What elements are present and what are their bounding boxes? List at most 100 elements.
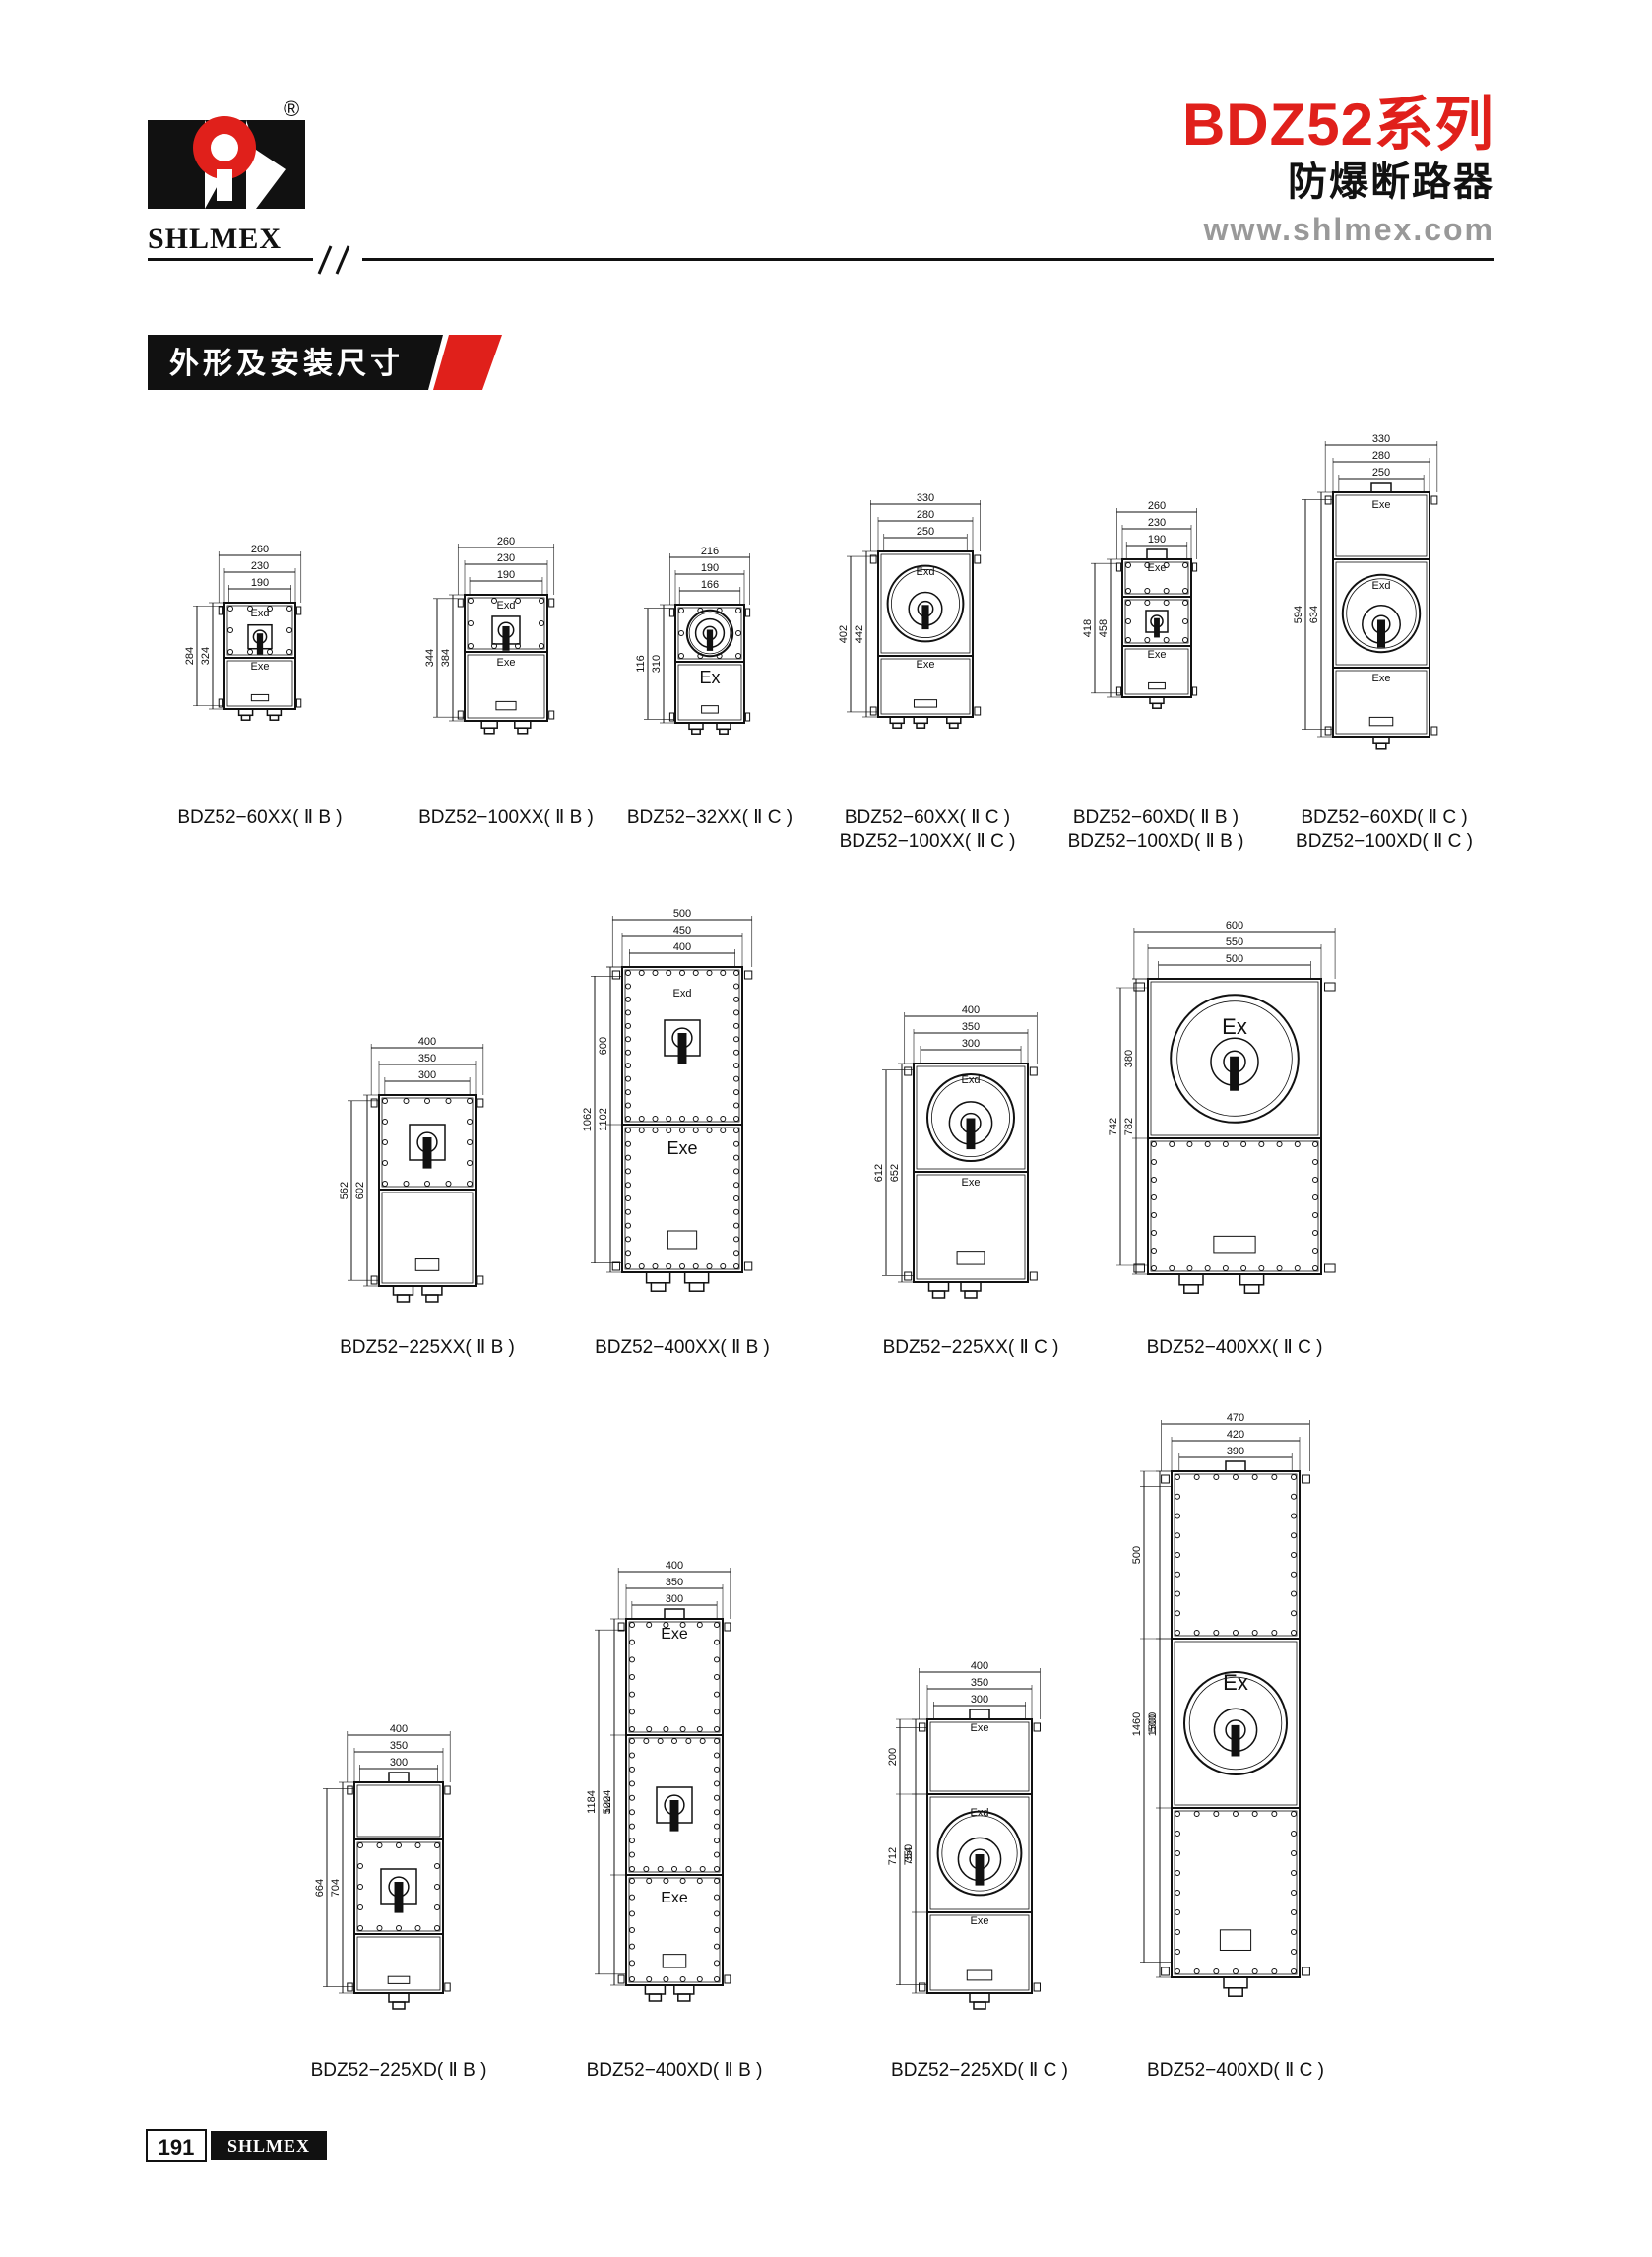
cable-gland [683,1271,710,1284]
dimension-label: 400 [971,1660,988,1672]
bolt-mark [227,606,233,612]
flameproof-dial-cover [1170,994,1300,1124]
bolt-mark [1294,1141,1301,1147]
bolt-mark [629,1910,635,1917]
dimension-label: 1062 [582,1108,594,1131]
enclosure-section [674,661,745,724]
product-caption: BDZ52−400XD( Ⅱ B ) [586,2060,763,2081]
bolt-mark [1312,1177,1318,1183]
bolt-mark [1291,1870,1297,1876]
product-caption: BDZ52−32XX( Ⅱ C ) [626,807,794,828]
bolt-mark [629,1927,635,1933]
bolt-mark [382,1139,388,1145]
bolt-mark [1169,1141,1175,1147]
mounting-lug [295,606,302,615]
bolt-mark [629,1752,635,1759]
bolt-mark [629,1878,635,1884]
mounting-lug [611,970,621,980]
header-rule [148,258,1494,261]
bolt-mark [539,620,544,626]
bolt-mark [733,1009,739,1016]
enclosure-section [621,1124,743,1273]
bolt-mark [679,970,685,976]
bolt-mark [515,598,521,604]
dimension-label: 634 [1308,606,1320,623]
bolt-mark [445,1181,452,1187]
section-tab [148,335,502,390]
enclosure-inner-edge [1335,561,1428,666]
bolt-mark [1240,1265,1247,1271]
bolt-mark [1291,1929,1297,1935]
bolt-mark [1151,1212,1157,1218]
section-marking: Exd [1372,580,1391,592]
header-slash-mark [313,245,362,275]
dimension-label: 300 [666,1593,683,1605]
bolt-mark [625,1168,631,1175]
bolt-mark [539,598,544,604]
mounting-lug [1324,982,1336,992]
bolt-mark [696,1878,703,1884]
mounting-lug [1115,686,1122,696]
bolt-mark [625,1116,631,1122]
handle-lever [975,1854,985,1886]
bolt-mark [1291,1850,1297,1856]
dimension-label: 310 [651,655,663,673]
product-caption: BDZ52−60XD( Ⅱ C ) [1301,807,1468,828]
bolt-mark [629,1851,635,1858]
bolt-mark [1291,1474,1297,1480]
cable-gland-nut [719,728,729,735]
bolt-mark [286,606,292,612]
bolt-mark [625,1222,631,1229]
bolt-mark [625,983,631,990]
bolt-mark [696,1976,703,1982]
section-marking: Exe [971,1722,989,1734]
bolt-mark [638,1263,645,1269]
bolt-mark [539,643,544,649]
dimension-label: 600 [598,1037,609,1055]
handle-lever [256,633,264,655]
nameplate-window [701,705,719,714]
bolt-mark [696,1726,703,1732]
mounting-lug [295,698,302,708]
mounting-lug [744,712,751,722]
mounting-lug [1033,1722,1041,1732]
bolt-mark [1151,1159,1157,1165]
bolt-mark [625,1263,631,1269]
bolt-mark [714,1894,720,1901]
mounting-lug [1029,1066,1038,1076]
mounting-lug [611,1261,621,1271]
bolt-mark [733,1236,739,1243]
cable-gland-nut [1152,702,1162,709]
bolt-mark [706,970,713,976]
bolt-mark [714,1866,720,1872]
bolt-mark [629,1809,635,1816]
bolt-mark [1125,600,1131,606]
mounting-lug [218,606,224,615]
cable-gland-nut [396,1294,411,1303]
dimension-label: 602 [354,1182,366,1199]
bolt-mark [227,649,233,655]
dimension-label: 418 [1082,619,1094,637]
bolt-mark [666,1263,672,1269]
bolt-mark [714,1823,720,1830]
cable-gland-nut [973,2001,986,2010]
bolt-mark [357,1904,363,1910]
bolt-mark [1175,1513,1180,1519]
bolt-mark [1175,1811,1180,1817]
mounting-lug [1133,1263,1145,1273]
bolt-mark [1175,1552,1180,1558]
section-title: 外形及安装尺寸 [169,348,404,380]
mounting-lug [617,1974,625,1984]
bolt-mark [692,970,699,976]
bolt-mark [646,1622,653,1628]
bolt-mark [629,1894,635,1901]
enclosure-section [1171,1638,1301,1809]
mounting-lug [1115,562,1122,572]
enclosure-inner-edge [356,1784,441,1838]
enclosure-inner-edge [677,664,742,721]
bolt-mark [1186,1265,1193,1271]
bolt-mark [1182,637,1188,643]
